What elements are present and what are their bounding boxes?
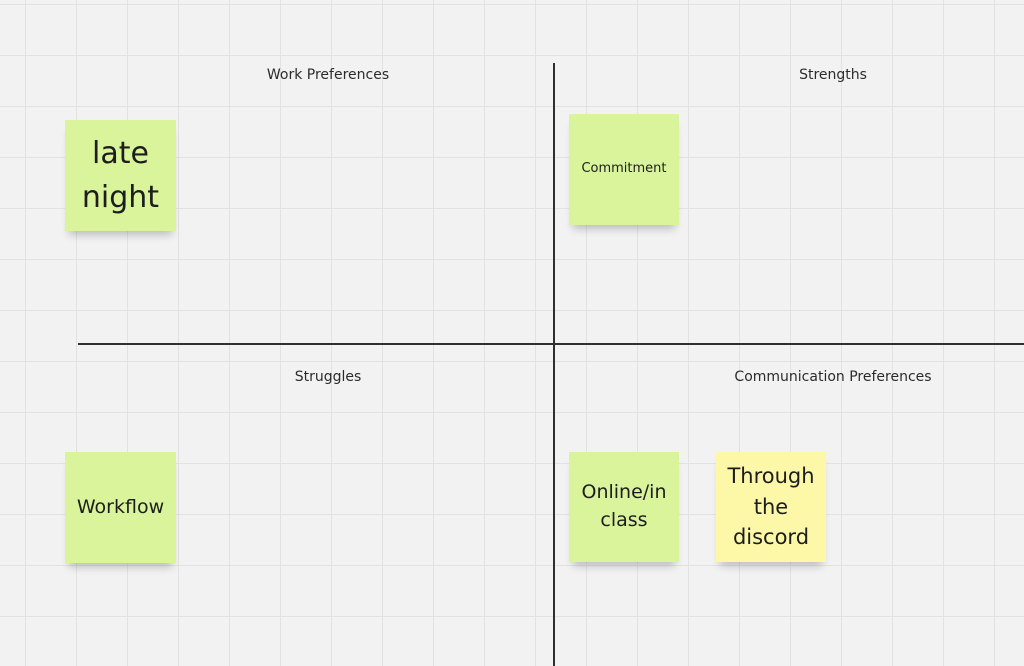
sticky-note-late-night[interactable]: late night	[65, 120, 176, 231]
sticky-note-text: Commitment	[581, 161, 667, 177]
quadrant-label-strengths[interactable]: Strengths	[799, 67, 867, 83]
sticky-note-text: Online/in class	[581, 481, 667, 531]
sticky-note-text: Through the discord	[727, 464, 815, 550]
sticky-note-text: late night	[81, 136, 160, 215]
sticky-note-workflow[interactable]: Workflow	[65, 452, 176, 563]
sticky-note-commitment[interactable]: Commitment	[569, 114, 679, 225]
quadrant-label-work-preferences[interactable]: Work Preferences	[266, 67, 390, 83]
horizontal-divider-line[interactable]	[78, 343, 1024, 345]
sticky-note-through-the-discord[interactable]: Through the discord	[716, 452, 826, 562]
sticky-note-text: Workflow	[76, 496, 165, 519]
sticky-note-online-in-class[interactable]: Online/in class	[569, 452, 679, 562]
vertical-divider-line[interactable]	[553, 63, 555, 666]
quadrant-label-communication-preferences[interactable]: Communication Preferences	[734, 369, 932, 385]
quadrant-label-struggles[interactable]: Struggles	[294, 369, 362, 385]
